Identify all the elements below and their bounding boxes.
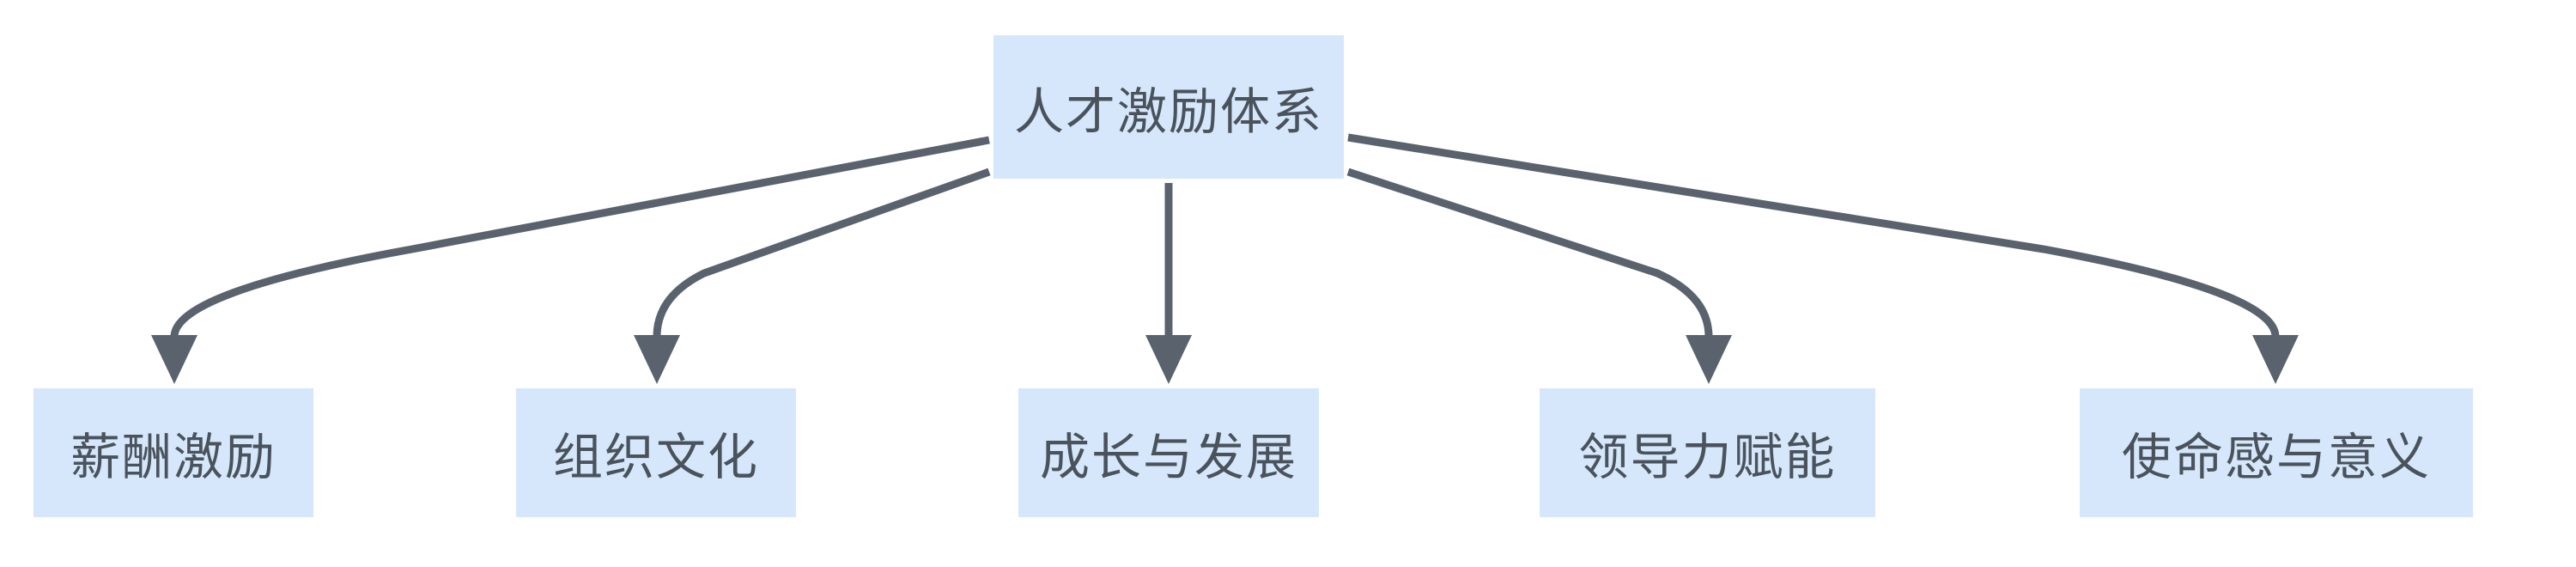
root-node: 人才激励体系 (993, 35, 1344, 179)
arrowhead (2252, 335, 2299, 384)
arrowhead (1145, 335, 1192, 384)
child-node-growth: 成长与发展 (1018, 388, 1319, 517)
edge-root-to-salary (170, 136, 990, 338)
child-node-leadership: 领导力赋能 (1540, 388, 1875, 517)
arrowhead (634, 335, 680, 384)
edge-root-to-leadership (1346, 168, 1713, 338)
root-node-label: 人才激励体系 (1013, 82, 1323, 141)
node-label: 使命感与意义 (2121, 428, 2431, 486)
child-node-mission: 使命感与意义 (2080, 388, 2473, 517)
arrowhead (1686, 335, 1732, 384)
arrowhead (151, 335, 197, 384)
child-node-salary: 薪酬激励 (33, 388, 313, 517)
node-label: 组织文化 (552, 428, 759, 486)
edge-root-to-mission (1347, 133, 2280, 338)
edge-root-to-culture (653, 168, 991, 338)
node-label: 薪酬激励 (70, 428, 276, 486)
node-label: 领导力赋能 (1578, 428, 1837, 486)
child-node-culture: 组织文化 (516, 388, 796, 517)
node-label: 成长与发展 (1039, 428, 1297, 486)
